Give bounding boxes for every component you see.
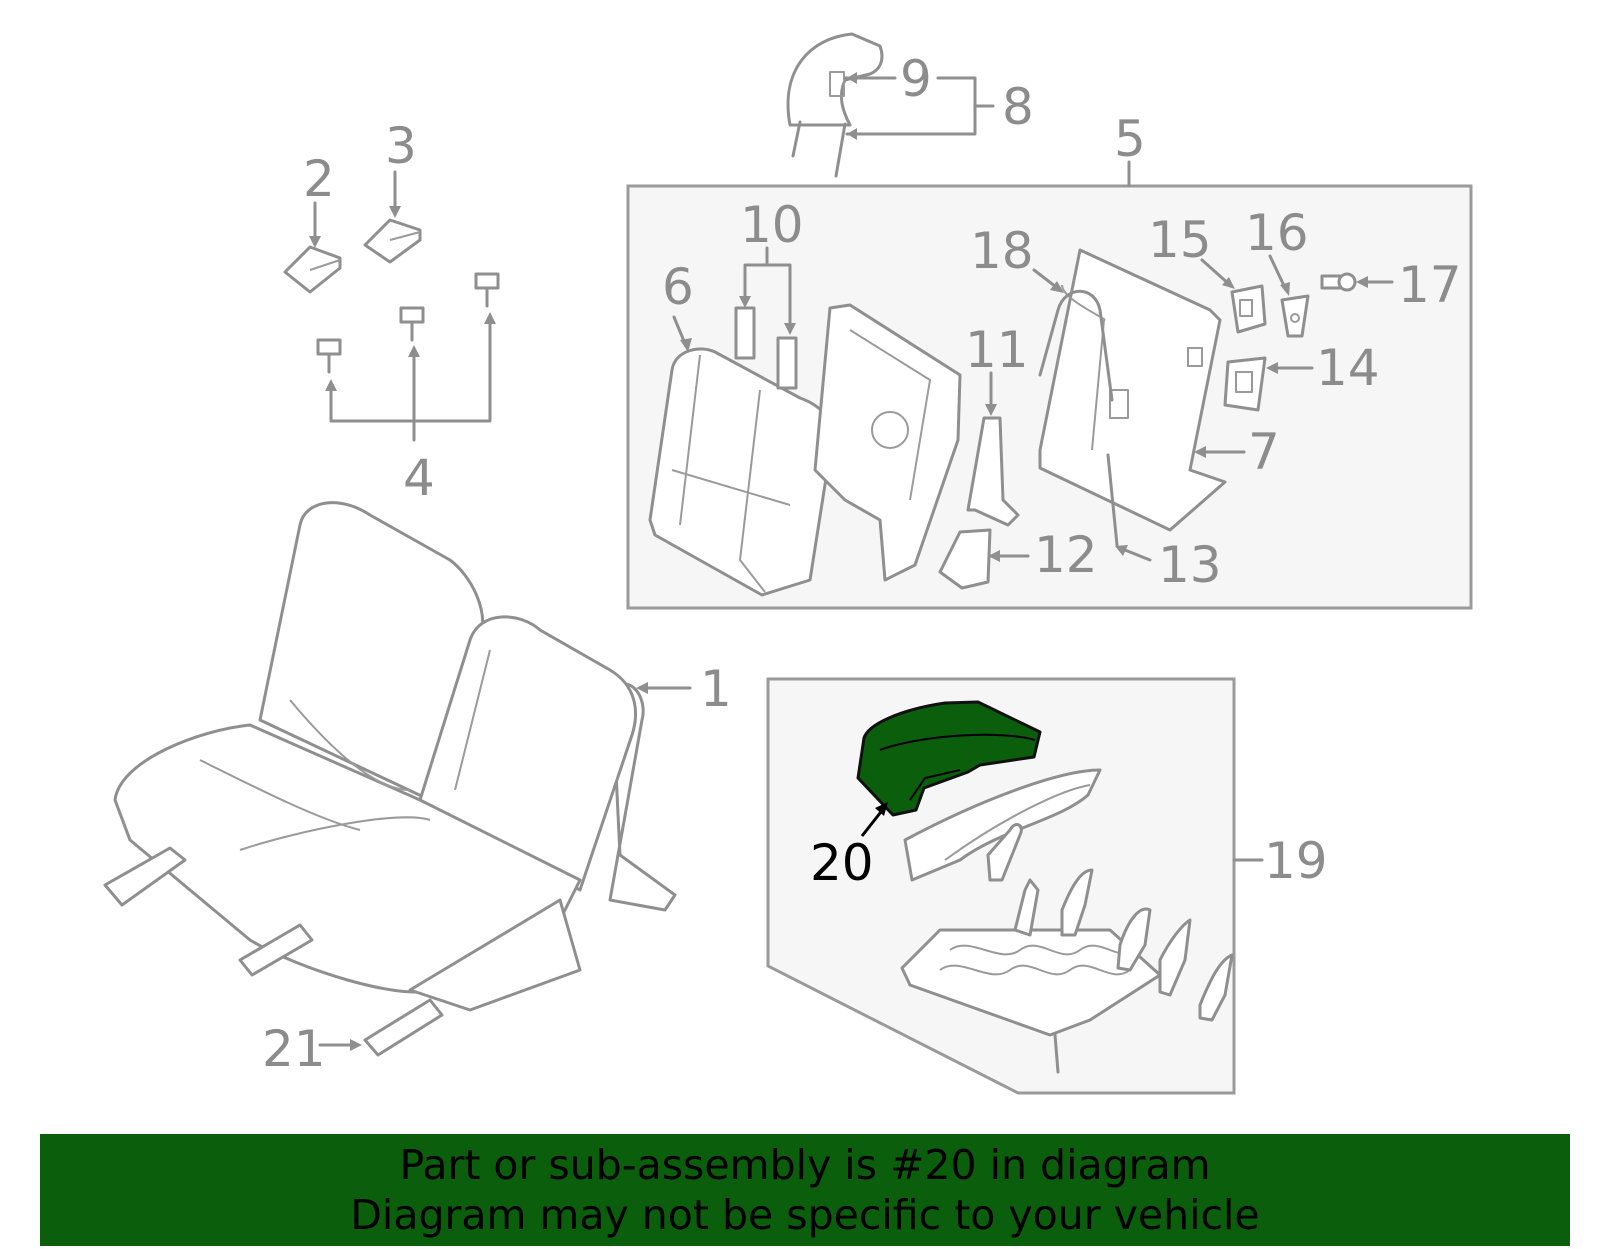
cap-part-3 — [363, 218, 422, 264]
seat-cushion — [900, 768, 1234, 1074]
rear-seat-assembly-part-1 — [103, 501, 677, 1057]
seatback-frame — [813, 303, 962, 582]
wire-frame-part-18 — [1038, 289, 1114, 402]
callout-8: 8 — [1002, 78, 1034, 136]
callout-12: 12 — [1034, 526, 1098, 584]
highlighted-part-20 — [856, 700, 1042, 817]
bracket-part-11 — [966, 416, 1020, 527]
callout-15: 15 — [1148, 211, 1212, 269]
bolts-part-4 — [316, 272, 500, 374]
callout-5: 5 — [1114, 110, 1146, 168]
callout-9: 9 — [900, 50, 932, 108]
callout-4: 4 — [403, 449, 435, 507]
banner-line-2: Diagram may not be specific to your vehi… — [350, 1191, 1260, 1239]
clip-part-14 — [1223, 356, 1267, 412]
headrest — [786, 32, 884, 178]
callout-18: 18 — [970, 222, 1034, 280]
callout-20: 20 — [810, 834, 874, 892]
callout-2: 2 — [303, 150, 335, 208]
callout-3: 3 — [385, 117, 417, 175]
clip-part-16 — [1280, 294, 1310, 338]
back-panel-part-7 — [1038, 248, 1227, 532]
info-banner: Part or sub-assembly is #20 in diagram D… — [40, 1134, 1570, 1246]
callout-11: 11 — [965, 321, 1029, 379]
callout-10: 10 — [740, 196, 804, 254]
callout-19: 19 — [1264, 832, 1328, 890]
bracket-part-15 — [1230, 284, 1267, 334]
callout-1: 1 — [700, 660, 732, 718]
callout-14: 14 — [1316, 339, 1380, 397]
strap-part-13 — [1106, 453, 1119, 547]
callout-17: 17 — [1398, 256, 1462, 314]
callout-21: 21 — [262, 1020, 326, 1078]
callout-6: 6 — [662, 258, 694, 316]
cap-part-2 — [283, 245, 342, 294]
headrest-guides-part-10 — [734, 306, 798, 390]
callout-13: 13 — [1158, 536, 1222, 594]
banner-line-1: Part or sub-assembly is #20 in diagram — [399, 1141, 1211, 1189]
screw-part-17 — [1320, 272, 1357, 292]
callout-16: 16 — [1245, 204, 1309, 262]
seatback-cover-part-6 — [648, 347, 834, 597]
callout-7: 7 — [1248, 423, 1280, 481]
